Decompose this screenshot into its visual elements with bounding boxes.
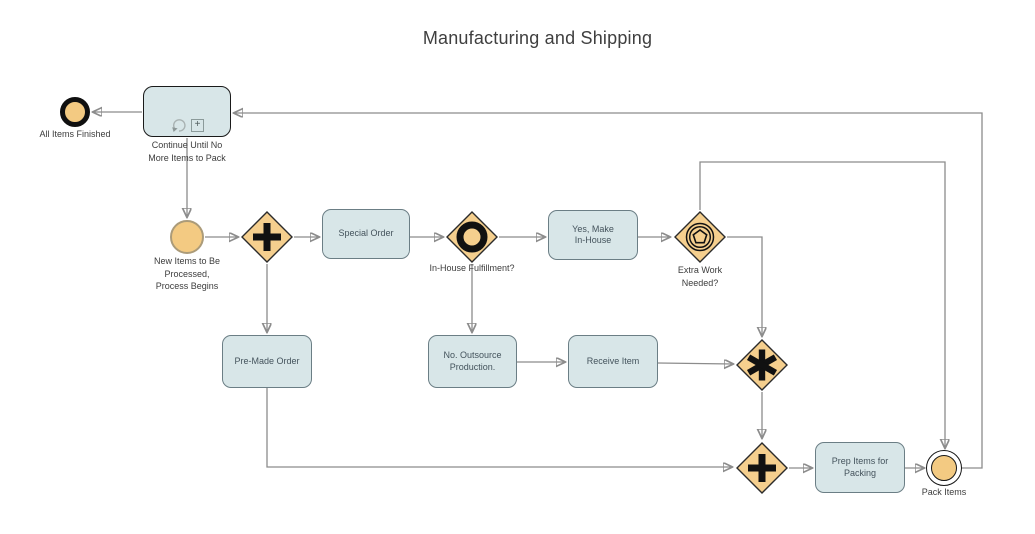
event-gateway-pentagon-icon	[685, 222, 715, 252]
inclusive-gateway-in-house-fulfillment[interactable]	[445, 210, 499, 264]
parallel-gateway-2[interactable]	[735, 441, 789, 495]
complex-gateway[interactable]	[735, 338, 789, 392]
parallel-plus-icon	[253, 223, 281, 251]
parallel-plus-icon	[748, 454, 776, 482]
event-gateway-extra-work-needed[interactable]	[673, 210, 727, 264]
pack-items-label: Pack Items	[921, 487, 967, 497]
flow-pack-items-to-subprocess	[234, 113, 983, 469]
task-pre-made-order[interactable]: Pre-Made Order	[222, 335, 312, 388]
subprocess-continue-until-no-more-items[interactable]: +	[143, 86, 231, 137]
flow-pre-made-order-to-parallel-gateway-2	[266, 388, 732, 467]
inclusive-circle-icon	[456, 221, 488, 253]
parallel-gateway-1[interactable]	[240, 210, 294, 264]
task-special-order[interactable]: Special Order	[322, 209, 410, 259]
end-event-all-items-finished[interactable]	[60, 97, 90, 127]
task-no-outsource-production[interactable]: No. Outsource Production.	[428, 335, 517, 388]
flow-event-gateway-to-complex-gateway	[727, 236, 762, 336]
inclusive-gateway-label: In-House Fulfillment?	[429, 263, 515, 273]
task-yes-make-in-house[interactable]: Yes, Make In-House	[548, 210, 638, 260]
flow-receive-item-to-complex-gateway	[657, 363, 733, 364]
start-event-label: New Items to Be Processed, Process Begin…	[153, 256, 221, 292]
task-receive-item[interactable]: Receive Item	[568, 335, 658, 388]
subprocess-plus-icon[interactable]: +	[191, 118, 204, 132]
end-event-label: All Items Finished	[39, 129, 111, 139]
subprocess-label: Continue Until No More Items to Pack	[148, 140, 226, 163]
flow-event-gateway-to-pack-items	[699, 161, 945, 448]
event-pack-items[interactable]	[926, 450, 962, 486]
task-prep-items-for-packing[interactable]: Prep Items for Packing	[815, 442, 905, 493]
event-pack-items-inner	[931, 455, 957, 481]
complex-asterisk-icon	[746, 349, 778, 381]
loop-icon	[172, 119, 186, 132]
diagram-title: Manufacturing and Shipping	[422, 28, 653, 48]
event-gateway-label: Extra Work Needed?	[677, 265, 723, 288]
start-event-new-items[interactable]	[170, 220, 204, 254]
